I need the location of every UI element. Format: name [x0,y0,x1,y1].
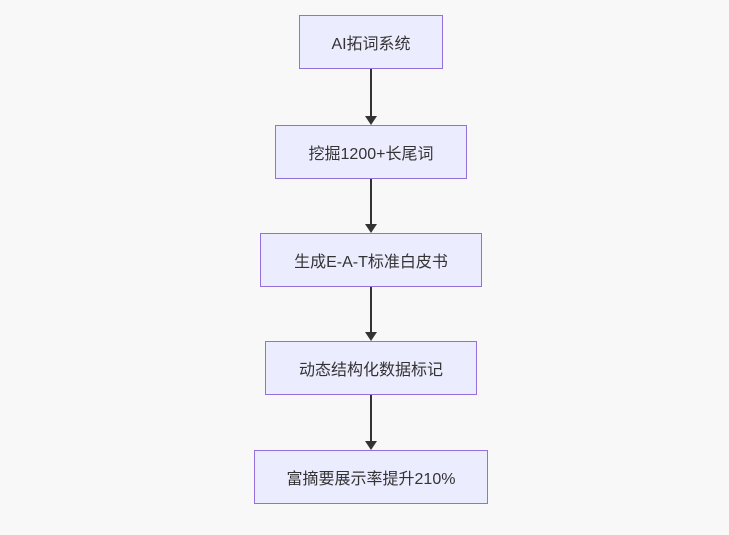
arrow-down-icon [365,441,377,450]
flow-node-rich-snippet-uplift: 富摘要展示率提升210% [254,450,488,504]
flow-node-structured-data-markup: 动态结构化数据标记 [265,341,477,395]
flow-edge-n2-n3 [365,179,377,233]
edge-line [370,179,372,224]
flow-node-longtail-mining: 挖掘1200+长尾词 [275,125,467,179]
flow-node-label: 富摘要展示率提升210% [286,471,456,488]
flow-node-ai-keyword-system: AI拓词系统 [299,15,443,69]
arrow-down-icon [365,224,377,233]
flow-edge-n3-n4 [365,287,377,341]
arrow-down-icon [365,116,377,125]
arrow-down-icon [365,332,377,341]
flow-edge-n4-n5 [365,395,377,450]
flow-node-label: 动态结构化数据标记 [298,362,443,379]
edge-line [370,69,372,116]
edge-line [370,395,372,441]
flow-node-label: 生成E-A-T标准白皮书 [294,254,448,271]
flow-node-label: AI拓词系统 [331,36,411,53]
edge-line [370,287,372,332]
flow-edge-n1-n2 [365,69,377,125]
flow-node-eat-whitepaper: 生成E-A-T标准白皮书 [260,233,482,287]
flow-node-label: 挖掘1200+长尾词 [308,146,434,163]
